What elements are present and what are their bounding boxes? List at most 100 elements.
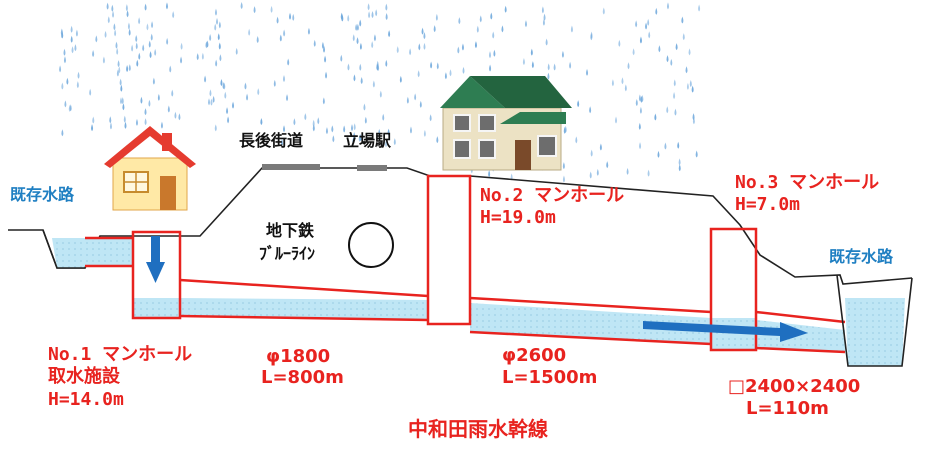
rain-drop (64, 100, 67, 108)
rain-drop (385, 3, 388, 11)
rain-drop (541, 6, 544, 14)
rain-drop (257, 88, 260, 96)
rain-drop (144, 3, 147, 11)
rain-drop (449, 69, 452, 77)
rain-drop (489, 64, 492, 72)
rain-drop (61, 31, 64, 39)
rain-drop (352, 34, 355, 42)
rain-drop (670, 58, 673, 66)
rain-drop (378, 128, 381, 136)
rain-drop (209, 34, 212, 42)
rain-drop (674, 108, 677, 116)
rain-drop (214, 23, 217, 31)
rain-drop (104, 30, 107, 38)
rain-drop (332, 135, 335, 143)
rain-drop (368, 11, 371, 19)
rain-drop (218, 21, 221, 29)
rain-drop (639, 36, 642, 44)
rain-drop (115, 41, 118, 49)
rain-drop (647, 18, 650, 26)
rain-drop (61, 129, 64, 137)
rain-drop (240, 2, 243, 10)
rain-drop (673, 92, 676, 100)
manhole-2-label: No.2 マンホール (480, 185, 625, 206)
rain-drop (304, 113, 307, 121)
pipe-3-bottom (755, 346, 846, 354)
rain-drop (283, 125, 286, 133)
rain-drop (287, 58, 290, 66)
rain-drop (423, 129, 426, 137)
rain-drop (688, 48, 691, 56)
rain-drop (136, 59, 139, 67)
rain-drop (666, 55, 669, 63)
rain-drop (632, 48, 635, 56)
rain-drop (458, 17, 461, 25)
rain-drop (393, 138, 396, 146)
rain-drop (235, 47, 238, 55)
rain-drop (695, 150, 698, 158)
rain-drop (138, 52, 141, 60)
pipe-2-top (469, 296, 712, 314)
rain-drop (531, 61, 534, 69)
rain-drop (553, 63, 556, 71)
rain-drop (150, 33, 153, 41)
rain-drop (589, 171, 592, 179)
rain-drop (409, 48, 412, 56)
rain-drop (462, 66, 465, 74)
rain-drop (124, 121, 127, 129)
rain-drop (120, 97, 123, 105)
rain-drop (655, 7, 658, 15)
rain-drop (547, 72, 550, 80)
rain-drop (479, 15, 482, 23)
rain-drop (232, 101, 235, 109)
rain-drop (490, 12, 493, 20)
rain-drop (219, 54, 222, 62)
rain-drop (385, 59, 388, 67)
rain-drop (66, 77, 69, 85)
rain-drop (606, 161, 609, 169)
rain-drop (68, 104, 71, 112)
rain-drop (423, 32, 426, 40)
rain-drop (70, 25, 73, 33)
rain-drop (561, 50, 564, 58)
rain-drop (353, 123, 356, 131)
manhole-3-depth: H=7.0m (735, 194, 801, 215)
rain-drop (135, 42, 138, 50)
rain-drop (488, 170, 491, 178)
rain-drop (180, 56, 183, 64)
rain-drop (689, 79, 692, 87)
rain-drop (562, 162, 565, 170)
rain-drop (387, 128, 390, 136)
rain-drop (657, 150, 660, 158)
rain-drop (373, 34, 376, 42)
rain-drop (74, 44, 77, 52)
rain-drop (371, 41, 374, 49)
rain-drop (626, 167, 629, 175)
pipe-2-length: L=1500m (502, 367, 598, 388)
rain-drop (504, 5, 507, 13)
rain-drop (75, 29, 78, 37)
rain-drop (371, 10, 374, 18)
pipe-1-length: L=800m (261, 367, 344, 388)
rain-drop (273, 79, 276, 87)
rain-drop (367, 3, 370, 11)
rain-drop (530, 48, 533, 56)
rain-drop (647, 169, 650, 177)
rain-drop (154, 48, 157, 56)
rain-drop (347, 63, 350, 71)
rain-drop (686, 82, 689, 90)
right-existing-channel (836, 274, 913, 367)
rain-drop (208, 98, 211, 106)
house-green-roof-icon (440, 76, 572, 171)
rain-drop (666, 2, 669, 10)
rain-drop (117, 60, 120, 68)
rain-drop (112, 10, 115, 18)
subway-line-label: ﾌﾞﾙｰﾗｲﾝ (259, 244, 316, 263)
rain-drop (654, 113, 657, 121)
rain-drop (95, 35, 98, 43)
rain-drop (563, 126, 566, 134)
rain-drop (131, 44, 134, 52)
rain-drop (501, 25, 504, 33)
rain-drop (562, 175, 565, 183)
rain-drop (590, 33, 593, 41)
